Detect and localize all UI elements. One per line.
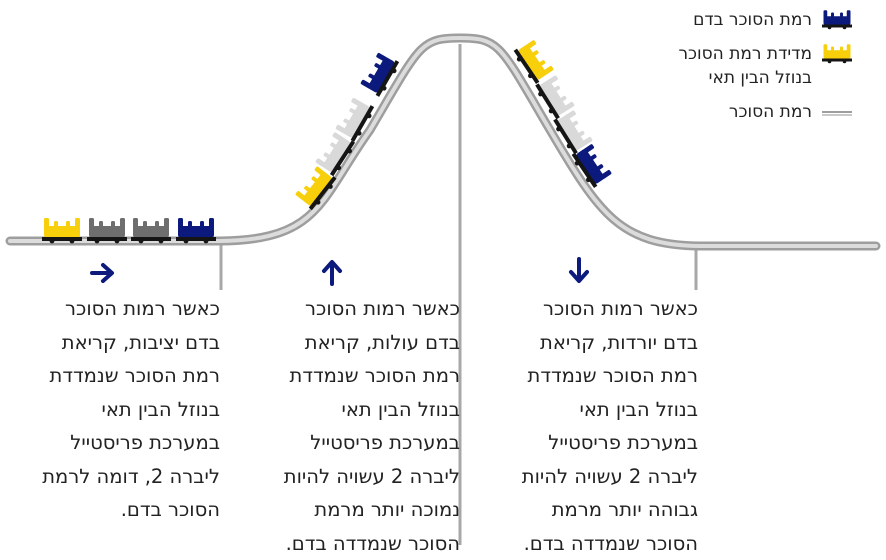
arrow-up-icon <box>322 260 342 286</box>
legend-item-track: רמת הסוכר <box>678 100 852 124</box>
legend-item-blood: רמת הסוכר בדם <box>678 8 852 32</box>
car-gray-flat-1 <box>87 218 127 244</box>
legend-label-interstitial: מדידת רמת הסוכר בנוזל הבין תאי <box>678 44 812 88</box>
car-blood-flat <box>176 218 216 244</box>
arrow-down-icon <box>569 257 589 283</box>
description-stable: כאשר רמות הסוכר בדם יציבות, קריאת רמת הס… <box>42 297 220 521</box>
legend: רמת הסוכר בדם מדידת רמת הסוכר בנוזל הבין… <box>678 8 852 134</box>
blood-car-icon <box>822 10 852 30</box>
description-falling: כאשר רמות הסוכר בדם יורדות, קריאת רמת הס… <box>521 297 698 555</box>
car-interstitial-flat <box>42 218 82 244</box>
legend-item-interstitial: מדידת רמת הסוכר בנוזל הבין תאי <box>678 42 852 90</box>
track-line-icon <box>822 111 852 116</box>
car-gray-flat-2 <box>131 218 171 244</box>
legend-label-blood: רמת הסוכר בדם <box>693 10 812 30</box>
track <box>5 33 881 251</box>
description-rising: כאשר רמות הסוכר בדם עולות, קריאת רמת הסו… <box>283 297 460 555</box>
interstitial-car-icon <box>822 44 852 64</box>
glucose-rollercoaster-diagram <box>5 33 881 545</box>
legend-label-track: רמת הסוכר <box>728 102 812 122</box>
arrow-right-icon <box>90 263 114 283</box>
